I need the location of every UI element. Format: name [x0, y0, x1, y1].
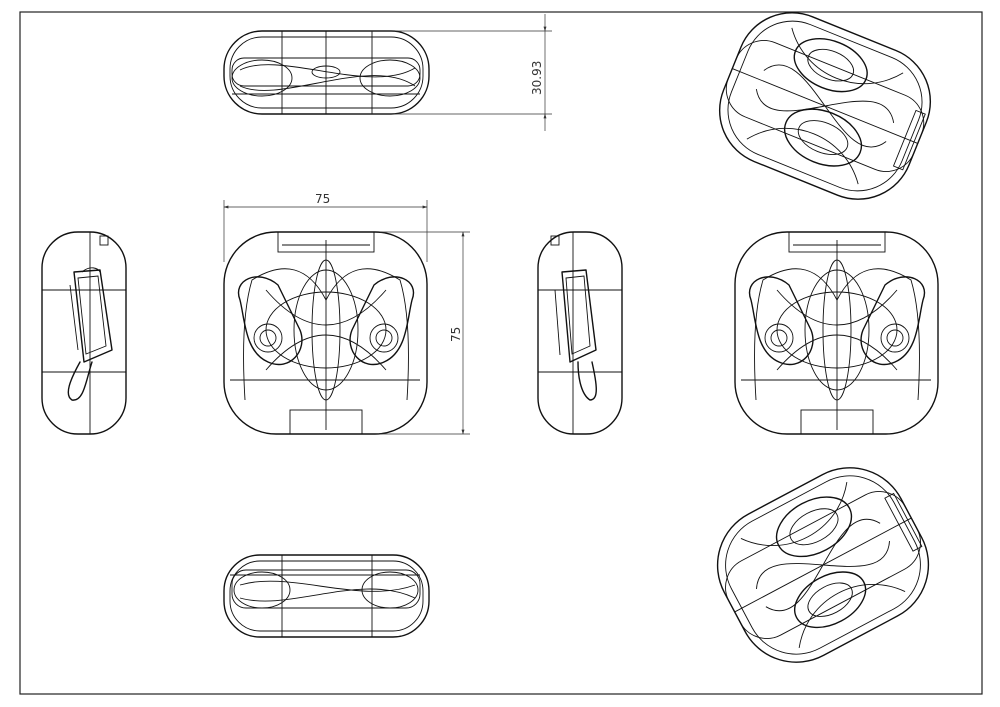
top-view	[223, 30, 430, 115]
thickness-label: 30.93	[530, 61, 544, 95]
width-label: 75	[315, 192, 330, 206]
thickness-dimension: 30.93	[340, 14, 552, 131]
width-dimension: 75	[223, 192, 428, 262]
bottom-view	[223, 554, 430, 638]
left-side-view	[41, 231, 127, 435]
front-view	[223, 231, 428, 435]
right-side-view	[537, 231, 623, 435]
isometric-view-top	[718, 12, 932, 200]
isometric-view-bottom	[716, 467, 930, 663]
front-view-copy	[734, 231, 939, 435]
sheet-border	[19, 11, 983, 695]
height-label: 75	[449, 327, 463, 342]
height-dimension: 75	[380, 231, 470, 435]
